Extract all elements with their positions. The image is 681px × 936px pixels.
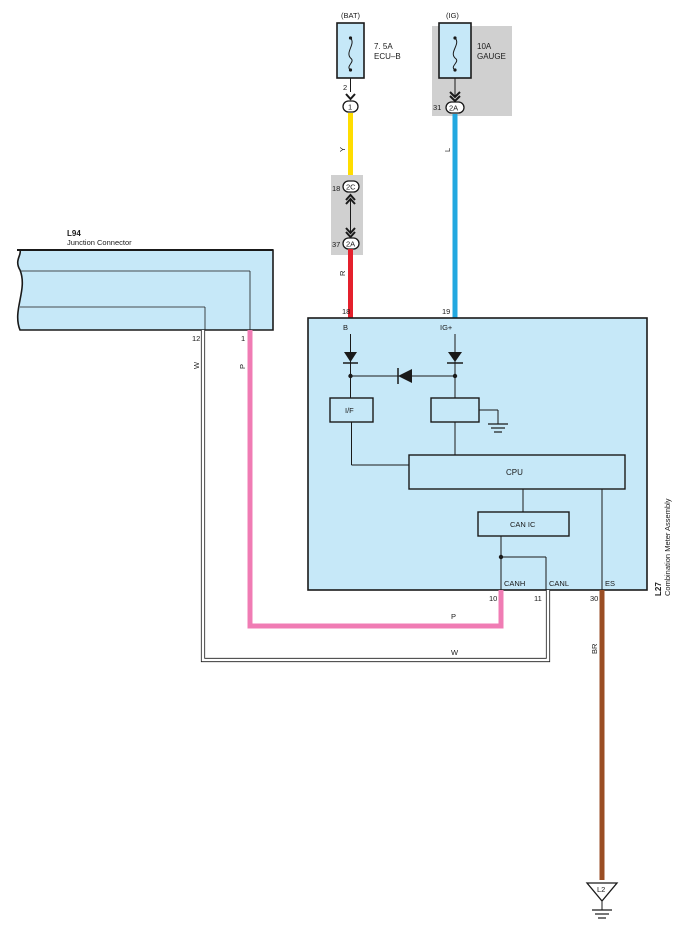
meter-label-ig: IG+ bbox=[440, 323, 453, 332]
meter-pin-canh: 10 bbox=[489, 594, 497, 603]
meter-code: L27 bbox=[654, 582, 663, 596]
diode-b-icon bbox=[344, 352, 357, 362]
ground-l2-icon bbox=[585, 882, 619, 903]
pink-wire bbox=[247, 330, 504, 629]
meter-name: Combination Meter Assembly bbox=[663, 498, 672, 596]
junction-pin-w: 12 bbox=[192, 334, 200, 343]
splice-top-connector: 2C bbox=[346, 183, 356, 192]
can-ic-block bbox=[477, 511, 570, 537]
cpu-block bbox=[408, 454, 626, 490]
meter-pin-ig: 19 bbox=[442, 307, 450, 316]
meter-box bbox=[307, 317, 648, 591]
internal-ground-icon bbox=[488, 423, 508, 433]
splice-bottom-pin: 37 bbox=[332, 240, 340, 249]
meter-canl-label: CANL bbox=[549, 579, 569, 588]
interface-label: I/F bbox=[345, 406, 354, 415]
junction-name: Junction Connector bbox=[67, 238, 132, 247]
bat-fuse-icon bbox=[348, 37, 353, 71]
meter-label-b: B bbox=[343, 323, 348, 332]
meter-es-label: ES bbox=[605, 579, 615, 588]
meter-canh-label: CANH bbox=[504, 579, 525, 588]
ig-fuse-rating: 10A bbox=[477, 42, 492, 51]
junction-pin-p: 1 bbox=[241, 334, 245, 343]
splice-top-pin: 18 bbox=[332, 184, 340, 193]
meter-pin-canl: 11 bbox=[534, 594, 542, 603]
ig-connector-label: 2A bbox=[449, 104, 458, 113]
cpu-label: CPU bbox=[506, 468, 523, 477]
white-wire bbox=[201, 330, 550, 662]
ground-symbol-icon bbox=[592, 909, 612, 919]
ig-fuse-icon bbox=[452, 37, 458, 71]
meter-pin-es: 30 bbox=[590, 594, 598, 603]
wire-label-l: L bbox=[443, 148, 452, 152]
can-ic-label: CAN IC bbox=[510, 520, 536, 529]
ig-fuse-pin: 31 bbox=[433, 103, 441, 112]
junction-connector-box bbox=[16, 249, 274, 331]
wire-label-p-bottom: P bbox=[451, 612, 456, 621]
wire-label-w-bottom: W bbox=[451, 648, 459, 657]
bat-source-label: (BAT) bbox=[341, 11, 361, 20]
splice-bottom-connector: 2A bbox=[346, 240, 355, 249]
bat-connector-1 bbox=[342, 100, 359, 113]
meter-pin-b: 18 bbox=[342, 307, 350, 316]
wire-label-y: Y bbox=[338, 147, 347, 152]
bat-fuse-rating: 7. 5A bbox=[374, 42, 393, 51]
junction-code: L94 bbox=[67, 229, 81, 238]
wire-label-w-left: W bbox=[192, 361, 201, 369]
ig-connector-2a bbox=[445, 101, 465, 114]
diode-ig-icon bbox=[448, 352, 462, 362]
diode-cross-icon bbox=[398, 369, 412, 383]
wire-label-r: R bbox=[338, 270, 347, 276]
bat-fuse-name: ECU–B bbox=[374, 52, 401, 61]
splice-connector-2c bbox=[342, 180, 360, 193]
bat-fuse-pin: 2 bbox=[343, 83, 347, 92]
ig-source-label: (IG) bbox=[446, 11, 459, 20]
bat-connector-label: 1 bbox=[348, 103, 352, 112]
wire-label-p-left: P bbox=[238, 364, 247, 369]
ground-code: L2 bbox=[597, 885, 605, 894]
ig-fuse-name: GAUGE bbox=[477, 52, 506, 61]
wire-label-br: BR bbox=[590, 643, 599, 654]
